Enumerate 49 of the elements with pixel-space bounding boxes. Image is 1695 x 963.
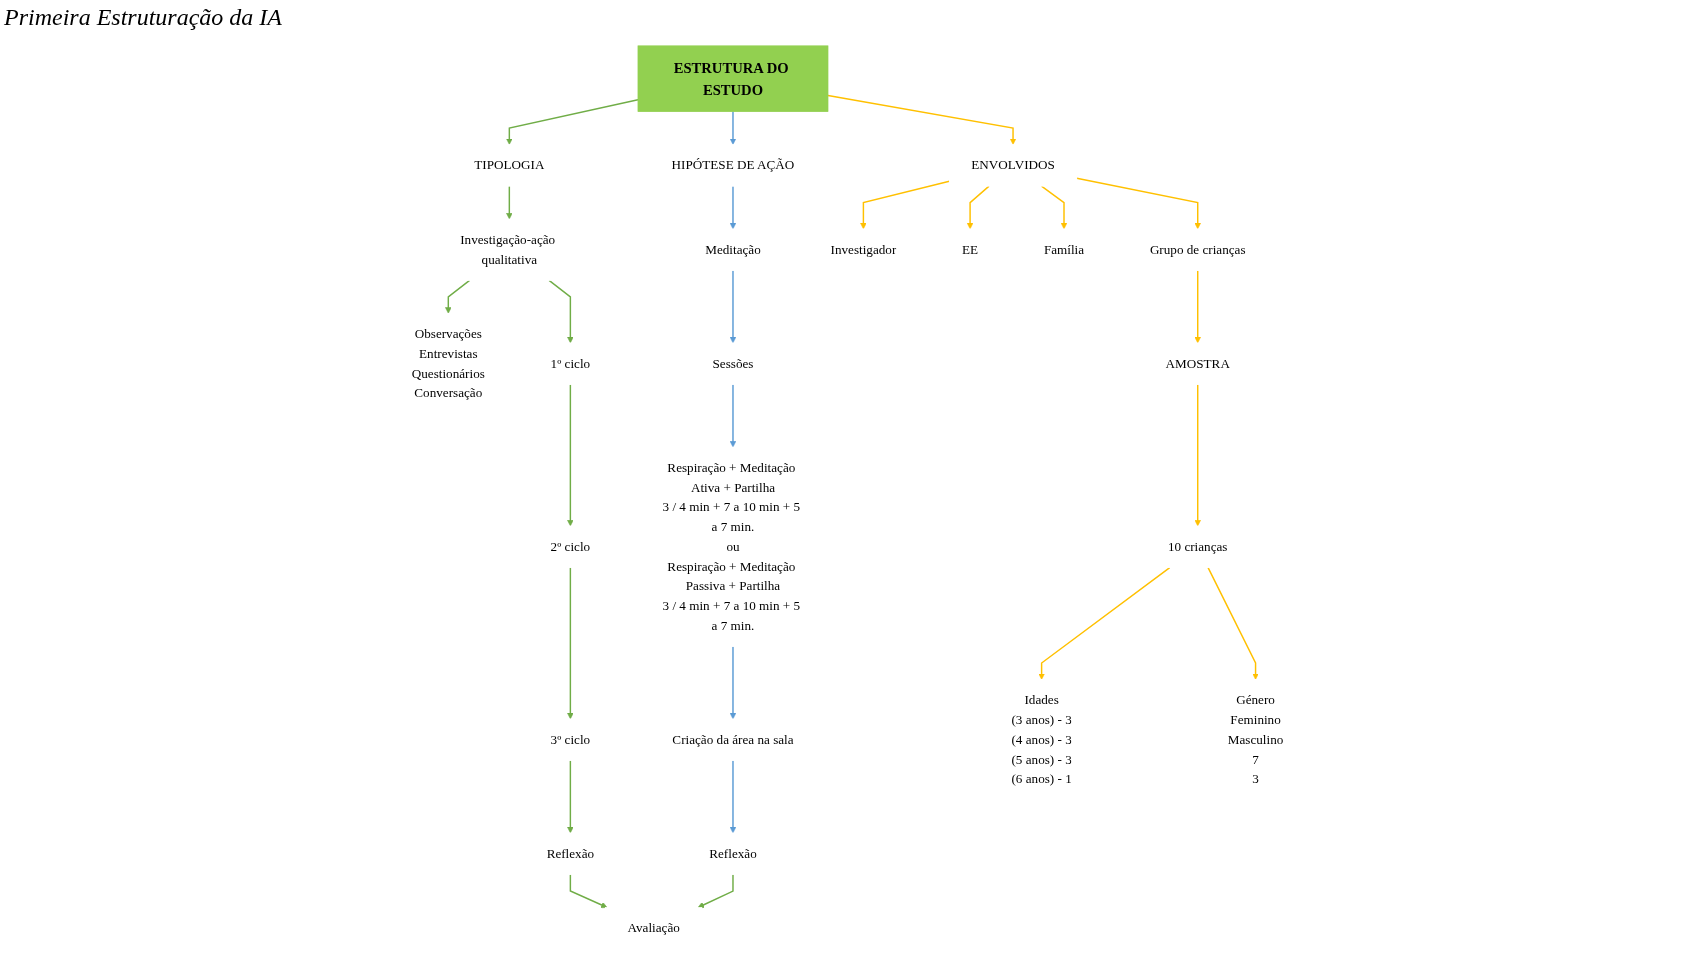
arrow [506,185,513,220]
node-text: Sessões [712,356,754,371]
node-box: ESTRUTURA DO ESTUDO [637,45,829,112]
arrow [548,279,574,344]
arrow [729,269,737,344]
node-text: Avaliação [627,920,680,936]
node-text: 2º ciclo [550,539,591,554]
node-text: Investigação-ação qualitativa [460,232,556,267]
node-text: Reflexão [546,846,595,861]
arrow [567,383,574,527]
arrow [567,566,574,720]
arrow [1075,177,1201,230]
node-text: EE [961,242,979,257]
node-text: Género Feminino Masculino 7 3 [1227,692,1284,787]
arrow [1040,185,1068,230]
node-text: Investigador [830,242,897,257]
node-text: ENVOLVIDOS [971,157,1055,173]
node-text: Família [1043,242,1085,257]
node-text: 1º ciclo [550,356,591,371]
arrow [729,645,737,720]
arrow [1194,269,1201,344]
arrow [729,759,737,834]
arrow [1207,566,1259,680]
arrow [506,98,639,145]
arrow [569,873,608,909]
arrow [1194,383,1201,527]
arrow [567,759,574,834]
node-text: 3º ciclo [550,732,591,747]
diagram-title: Primeira Estruturação da IA [4,4,282,31]
arrow [697,873,734,908]
node-text: Criação da área na sala [672,732,794,747]
arrow [966,185,990,230]
node-text: 10 crianças [1167,539,1228,554]
node-text: Meditação [705,242,761,257]
arrow [860,180,950,230]
arrow [1038,566,1171,680]
node-text: HIPÓTESE DE AÇÃO [671,157,795,173]
arrow [729,185,737,230]
node-text: Reflexão [709,846,757,861]
arrow [827,94,1017,145]
arrow [729,383,737,448]
arrow [445,279,471,314]
node-text: Grupo de crianças [1149,242,1246,257]
node-text: Idades (3 anos) - 3 (4 anos) - 3 (5 anos) - 3 (6 anos) - 1 [1011,692,1072,787]
node-text: AMOSTRA [1165,356,1230,371]
node-text: TIPOLOGIA [474,157,545,173]
arrow [729,110,737,145]
node-text: Observações Entrevistas Questionários Conversação [411,326,485,401]
node-text: Respiração + Meditação Ativa + Partilha 3 / 4 min + 7 a 10 min + 5 a 7 min. ou Respiração + Meditação Passiva + Partilha 3 / 4 min + 7 a 10 min + 5 a 7 min. [662,460,801,633]
